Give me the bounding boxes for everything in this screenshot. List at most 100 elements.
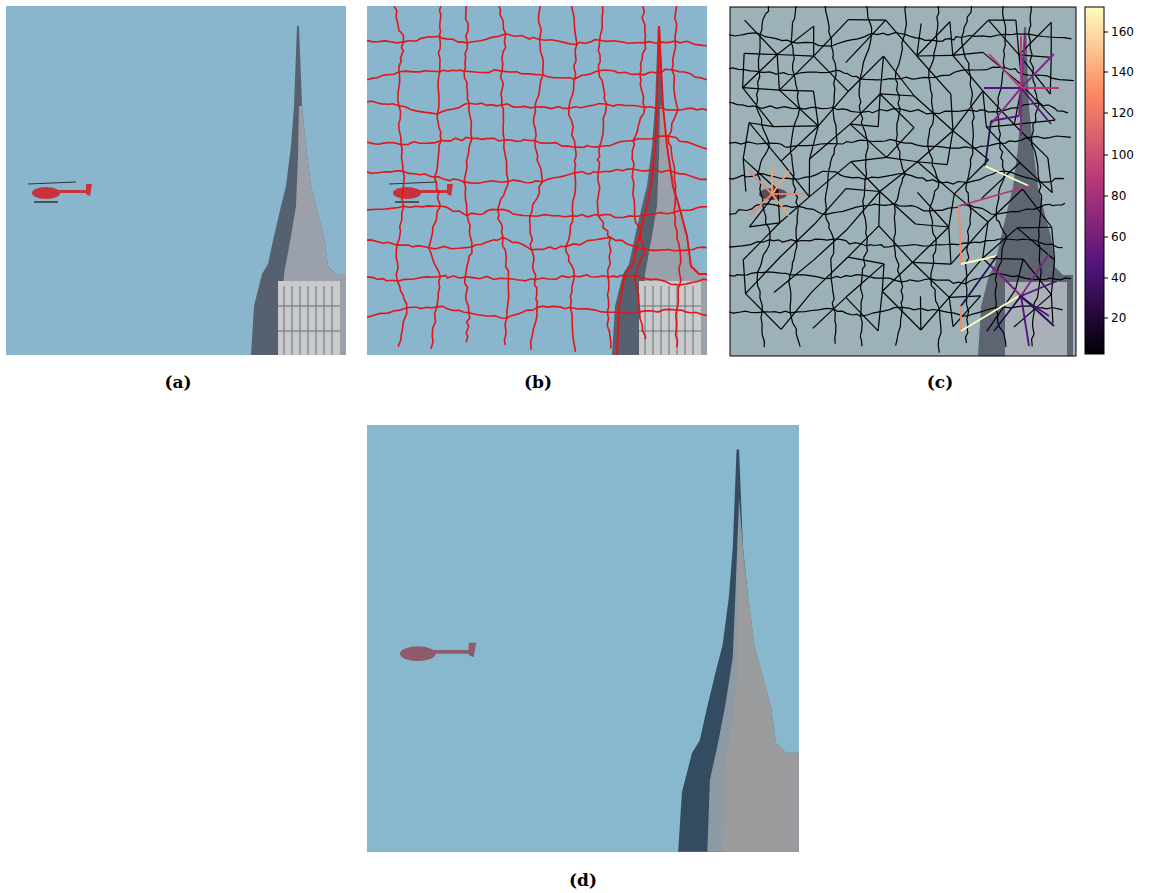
- graph-edge: [949, 258, 982, 297]
- graph-edge: [810, 126, 819, 159]
- boundary-line: [598, 215, 634, 218]
- boundary-line: [367, 206, 404, 210]
- boundary-line: [973, 143, 1000, 148]
- graph-edge: [749, 123, 773, 127]
- boundary-line: [608, 238, 611, 277]
- graph-edge: [1051, 295, 1053, 324]
- graph-edge: [950, 22, 953, 56]
- boundary-line: [895, 79, 900, 109]
- graph-edge: [780, 223, 816, 258]
- boundary-line: [640, 74, 645, 107]
- boundary-line: [467, 34, 506, 43]
- graph-edge: [772, 193, 804, 195]
- tick-label: 120: [1111, 106, 1134, 120]
- boundary-line: [530, 182, 542, 216]
- graph-edge: [959, 186, 1029, 206]
- graph-edge: [985, 121, 991, 166]
- boundary-line: [464, 182, 467, 216]
- boundary-line: [534, 107, 537, 141]
- boundary-line: [540, 40, 577, 45]
- boundary-line: [968, 205, 972, 243]
- graph-edge: [915, 224, 948, 227]
- boundary-line: [399, 106, 437, 114]
- graph-edge: [917, 24, 921, 56]
- boundary-line: [966, 316, 968, 343]
- graph-edge: [953, 20, 989, 55]
- boundary-line: [539, 6, 542, 40]
- graph-edge: [917, 192, 948, 227]
- graph-edge: [917, 162, 954, 194]
- graph-edge: [983, 228, 1018, 258]
- graph-edge: [880, 56, 883, 94]
- boundary-line: [598, 216, 610, 238]
- boundary-line: [793, 179, 798, 206]
- graph-edge: [983, 91, 987, 127]
- boundary-line: [530, 216, 533, 250]
- graph-edge: [878, 94, 880, 127]
- boundary-line: [535, 107, 569, 109]
- boundary-line: [566, 216, 573, 247]
- boundary-line: [569, 108, 575, 147]
- boundary-line: [429, 206, 441, 247]
- boundary-line: [635, 275, 680, 285]
- boundary-line: [469, 103, 501, 106]
- graph-edge: [846, 264, 884, 297]
- graph-edge: [778, 190, 780, 223]
- boundary-line: [431, 307, 437, 349]
- boundary-line: [729, 311, 762, 313]
- boundary-line: [635, 213, 674, 217]
- graph-edge: [779, 56, 813, 90]
- boundary-line: [399, 42, 404, 72]
- boundary-line: [535, 280, 538, 308]
- boundary-line: [901, 279, 931, 282]
- boundary-line: [635, 275, 640, 312]
- boundary-line: [962, 34, 1006, 37]
- boundary-line: [729, 142, 769, 144]
- graph-edge: [914, 96, 953, 131]
- graph-edge: [743, 88, 780, 90]
- graph-edge: [1020, 36, 1022, 88]
- boundary-line: [826, 215, 834, 239]
- boundary-line: [571, 6, 576, 44]
- boundary-line: [729, 33, 760, 36]
- graph-edge: [878, 291, 882, 331]
- graph-edge: [745, 20, 778, 54]
- graph-edge: [846, 297, 878, 331]
- boundary-line: [367, 72, 399, 80]
- boundary-line: [502, 104, 535, 108]
- tick-label: 40: [1111, 271, 1126, 285]
- graph-edge: [743, 55, 778, 88]
- graph-edge: [1051, 260, 1054, 295]
- boundary-line: [833, 107, 861, 112]
- boundary-line: [407, 307, 437, 309]
- boundary-line: [645, 107, 678, 110]
- boundary-line: [675, 172, 707, 179]
- graph-edge: [1052, 227, 1055, 260]
- boundary-line: [577, 40, 600, 45]
- boundary-line: [938, 310, 941, 352]
- boundary-line: [758, 240, 770, 273]
- boundary-line: [668, 110, 678, 136]
- boundary-line: [860, 33, 872, 79]
- graph-edge: [749, 194, 772, 216]
- graph-edge: [848, 257, 884, 264]
- boundary-line: [402, 171, 404, 206]
- graph-edge: [991, 266, 1021, 296]
- graph-edge: [814, 91, 819, 126]
- boundary-line: [498, 209, 530, 215]
- boundary-line: [404, 206, 441, 208]
- boundary-line: [867, 245, 894, 248]
- boundary-line: [507, 308, 537, 319]
- graph-edge: [880, 94, 914, 96]
- graph-edge: [777, 26, 814, 54]
- graph-edge: [947, 131, 953, 165]
- graph-edge: [886, 128, 914, 158]
- boundary-line: [632, 169, 635, 217]
- boundary-line: [600, 104, 607, 146]
- graph-edge: [771, 166, 773, 194]
- graph-edge: [886, 20, 917, 56]
- graph-edge: [953, 131, 989, 160]
- graph-edge: [813, 26, 814, 56]
- boundary-line: [598, 146, 600, 172]
- boundary-line: [532, 250, 536, 280]
